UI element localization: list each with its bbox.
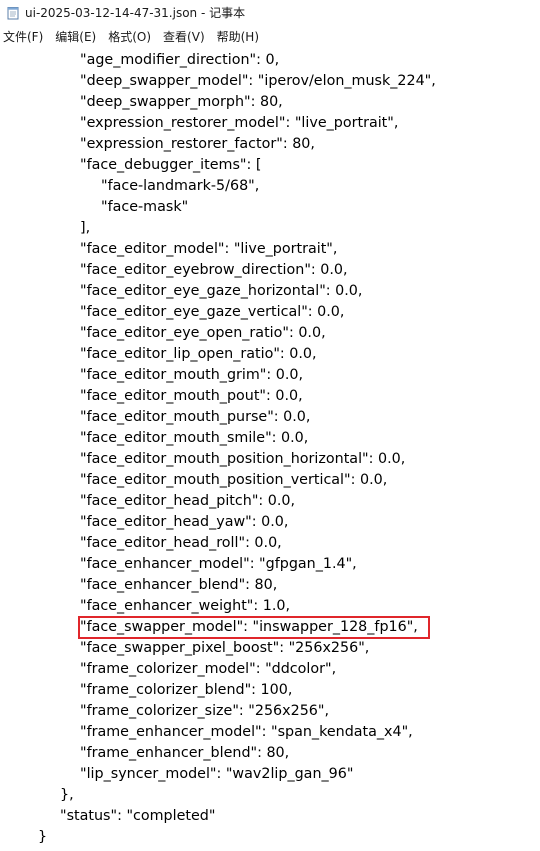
code-line: "face-landmark-5/68", [101,178,260,194]
code-line: "face_enhancer_weight": 1.0, [80,598,291,614]
window-title: ui-2025-03-12-14-47-31.json - 记事本 [25,6,246,20]
code-line: "expression_restorer_factor": 80, [80,136,315,152]
code-line: "deep_swapper_model": "iperov/elon_musk_… [80,73,436,89]
menu-edit[interactable]: 编辑(E) [55,30,97,44]
code-line: "face_editor_head_pitch": 0.0, [80,493,296,509]
menu-format[interactable]: 格式(O) [108,30,152,44]
code-line: "frame_colorizer_blend": 100, [80,682,293,698]
code-line: "frame_colorizer_model": "ddcolor", [80,661,337,677]
code-line: "face-mask" [101,199,189,215]
code-line: "face_editor_head_yaw": 0.0, [80,514,289,530]
code-line: "face_editor_eye_open_ratio": 0.0, [80,325,326,341]
code-line: "expression_restorer_model": "live_portr… [80,115,399,131]
code-line: "face_editor_mouth_position_vertical": 0… [80,472,388,488]
code-line: "face_editor_mouth_grim": 0.0, [80,367,304,383]
code-line: } [38,829,48,845]
code-line: "frame_enhancer_model": "span_kendata_x4… [80,724,413,740]
code-line: "face_editor_mouth_smile": 0.0, [80,430,309,446]
code-line: "face_editor_model": "live_portrait", [80,241,338,257]
code-line: "face_editor_mouth_purse": 0.0, [80,409,311,425]
code-line: "face_editor_eye_gaze_horizontal": 0.0, [80,283,363,299]
code-line: "face_enhancer_blend": 80, [80,577,278,593]
code-line: "frame_colorizer_size": "256x256", [80,703,330,719]
menu-file[interactable]: 文件(F) [3,30,44,44]
code-line: "face_editor_lip_open_ratio": 0.0, [80,346,317,362]
code-line: }, [60,787,74,803]
menu-help[interactable]: 帮助(H) [216,30,260,44]
menu-view[interactable]: 查看(V) [163,30,205,44]
highlighted-code-line: "face_swapper_model": "inswapper_128_fp1… [80,619,418,635]
code-line: "age_modifier_direction": 0, [80,52,280,68]
code-line: ], [80,220,91,236]
code-line: "deep_swapper_morph": 80, [80,94,283,110]
code-line: "face_editor_eyebrow_direction": 0.0, [80,262,348,278]
code-line: "frame_enhancer_blend": 80, [80,745,290,761]
code-line: "face_editor_mouth_pout": 0.0, [80,388,303,404]
code-line: "status": "completed" [60,808,216,824]
code-line: "face_editor_head_roll": 0.0, [80,535,282,551]
code-line: "face_enhancer_model": "gfpgan_1.4", [80,556,357,572]
code-line: "face_debugger_items": [ [80,157,262,173]
highlight-box [78,616,430,639]
text-editor[interactable]: "age_modifier_direction": 0, "deep_swappe… [0,48,540,851]
notepad-icon [6,6,20,20]
title-bar: ui-2025-03-12-14-47-31.json - 记事本 [0,0,540,25]
code-line: "face_editor_eye_gaze_vertical": 0.0, [80,304,345,320]
code-line: "face_editor_mouth_position_horizontal":… [80,451,406,467]
code-line: "lip_syncer_model": "wav2lip_gan_96" [80,766,354,782]
menu-bar: 文件(F) 编辑(E) 格式(O) 查看(V) 帮助(H) [0,26,540,48]
code-line: "face_swapper_pixel_boost": "256x256", [80,640,370,656]
